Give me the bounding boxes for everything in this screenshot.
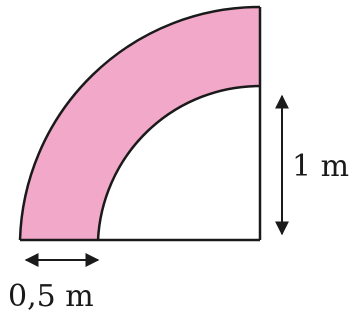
shaded-ring-region [20,6,260,241]
ring-width-label: 0,5 m [8,279,94,314]
inner-arc [96,84,261,241]
outer-arc [18,5,261,241]
inner-radius-label: 1 m [292,149,349,184]
